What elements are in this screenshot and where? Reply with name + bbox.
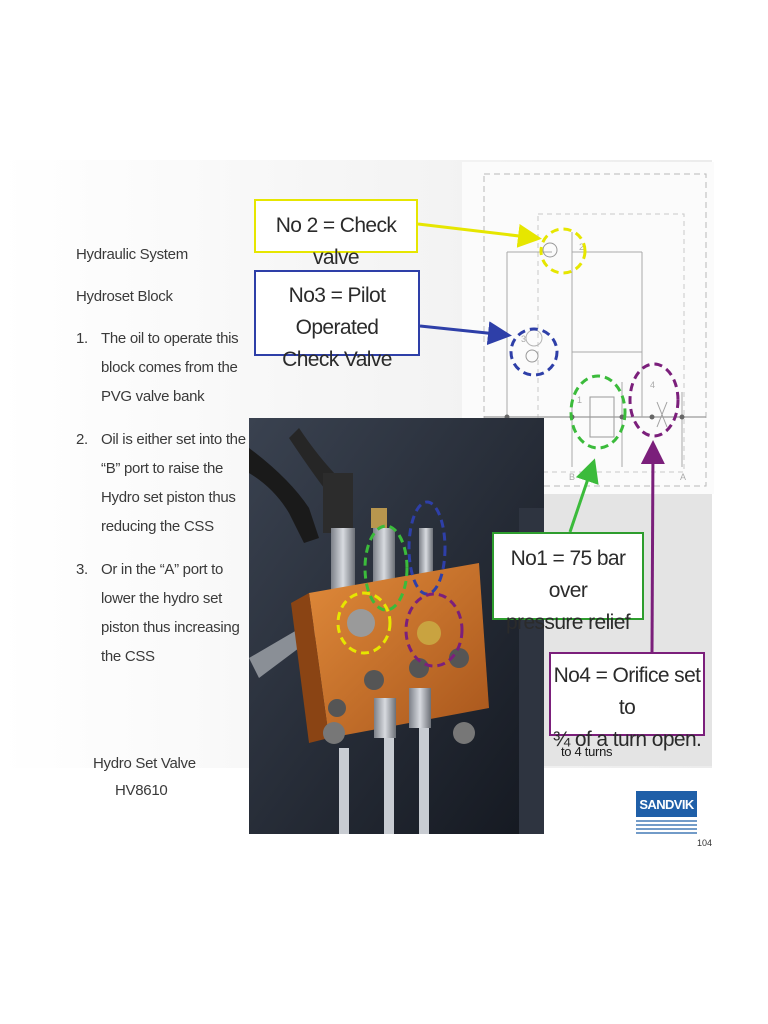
step-text: The oil to operate this block comes from…: [101, 330, 239, 405]
callout-no1-line1: No1 = 75 bar over: [510, 547, 626, 602]
callout-check-valve: No 2 = Check valve: [254, 199, 418, 269]
hydroset-photo-drawing: [249, 418, 544, 834]
step-number: 2.: [76, 431, 88, 448]
sandvik-logo: SANDVIK: [636, 791, 697, 835]
callout-no3-line2: Check Valve: [282, 348, 392, 371]
arrow-no3: [419, 321, 512, 346]
schematic-marker-2: 2: [579, 242, 584, 252]
highlight-no4-circle: [628, 362, 680, 438]
step-number: 3.: [76, 561, 88, 578]
arrow-no4: [640, 440, 665, 653]
callout-pilot-check-valve: No3 = Pilot Operated Check Valve: [254, 270, 420, 371]
photo-highlight-no1: [363, 524, 409, 612]
schematic-port-a: A: [680, 472, 686, 482]
steps-list: 1. The oil to operate this block comes f…: [76, 324, 246, 671]
highlight-no2-circle: [539, 227, 587, 275]
callout-no4-line1: No4 = Orifice set to: [553, 664, 701, 719]
step-number: 1.: [76, 330, 88, 347]
callout-no1-line2: pressure relief: [505, 611, 631, 634]
heading-hydroset-block: Hydroset Block: [76, 288, 173, 305]
photo-highlight-no4: [404, 592, 464, 668]
heading-hydraulic-system: Hydraulic System: [76, 246, 188, 263]
highlight-no1-circle: [569, 374, 627, 450]
schematic-marker-3: 3: [521, 334, 526, 344]
caption-valve-code: HV8610: [115, 782, 168, 799]
slide-body-text: Hydraulic System Hydroset Block 1. The o…: [76, 240, 246, 685]
caption-valve-name: Hydro Set Valve: [93, 755, 196, 772]
sandvik-logo-mark: SANDVIK: [636, 791, 697, 834]
schematic-marker-4: 4: [650, 380, 655, 390]
arrow-no1: [568, 458, 599, 533]
page-number: 104: [697, 838, 713, 848]
photo-caption: Hydro Set Valve HV8610: [93, 750, 223, 804]
highlight-no3-circle: [509, 327, 559, 377]
step-item: 1. The oil to operate this block comes f…: [76, 324, 246, 411]
callout-no2-text: No 2 = Check valve: [275, 214, 397, 269]
schematic-drawing: 2 3 1 4 B A: [483, 173, 707, 487]
photo-highlight-no2: [336, 591, 392, 655]
turns-note: to 4 turns: [561, 744, 613, 759]
hydroset-block-photo: [249, 418, 544, 834]
step-item: 3. Or in the “A” port to lower the hydro…: [76, 555, 246, 671]
arrow-no2: [417, 222, 542, 248]
callout-pressure-relief: No1 = 75 bar over pressure relief: [492, 532, 644, 634]
schematic-port-b: B: [569, 472, 575, 482]
step-text: Or in the “A” port to lower the hydro se…: [101, 561, 240, 665]
callout-orifice: No4 = Orifice set to ¾ of a turn open.: [549, 652, 705, 751]
callout-no3-line1: No3 = Pilot Operated: [288, 284, 386, 339]
callout-no4-line2: ¾ of a turn open.: [552, 728, 702, 751]
schematic-marker-1: 1: [577, 395, 582, 405]
step-text: Oil is either set into the “B” port to r…: [101, 431, 246, 535]
step-item: 2. Oil is either set into the “B” port t…: [76, 425, 246, 541]
sandvik-logo-text: SANDVIK: [639, 797, 695, 812]
